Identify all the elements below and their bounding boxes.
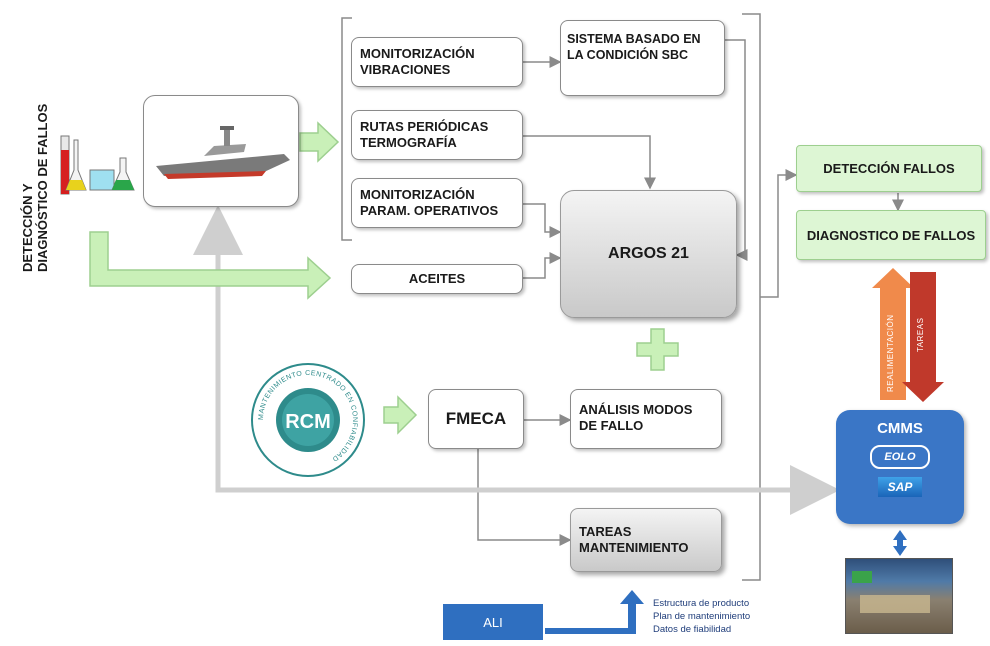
note-datos: Datos de fiabilidad <box>653 624 732 635</box>
ali-label: ALI <box>483 614 503 630</box>
param-operativos-box: MONITORIZACIÓN PARAM. OPERATIVOS <box>351 178 523 228</box>
analisis-line2: DE FALLO <box>579 418 644 433</box>
param-line1: MONITORIZACIÓN <box>360 187 475 202</box>
ali-notes: Estructura de producto Plan de mantenimi… <box>653 597 750 636</box>
rcm-center-text: RCM <box>285 411 331 433</box>
ship-icon <box>156 126 290 179</box>
termografia-line2: TERMOGRAFÍA <box>360 135 457 150</box>
diagnostico-label: DIAGNOSTICO DE FALLOS <box>806 227 976 243</box>
termografia-box: RUTAS PERIÓDICAS TERMOGRAFÍA <box>351 110 523 160</box>
vibraciones-box: MONITORIZACIÓN VIBRACIONES <box>351 37 523 87</box>
ali-box: ALI <box>443 604 543 640</box>
tareas-line1: TAREAS <box>579 524 632 539</box>
argos-label: ARGOS 21 <box>608 245 689 262</box>
analisis-line1: ANÁLISIS MODOS <box>579 402 693 417</box>
deteccion-label: DETECCIÓN FALLOS <box>823 161 955 176</box>
sap-logo: SAP <box>878 477 922 497</box>
fmeca-label: FMECA <box>445 409 507 428</box>
sbc-line1: SISTEMA BASADO EN <box>567 32 701 46</box>
aceites-box: ACEITES <box>351 264 523 294</box>
sbc-box: SISTEMA BASADO EN LA CONDICIÓN SBC <box>560 20 725 96</box>
diagnostico-fallos-box: DIAGNOSTICO DE FALLOS <box>796 210 986 260</box>
param-line2: PARAM. OPERATIVOS <box>360 203 499 218</box>
tareas-line2: MANTENIMIENTO <box>579 540 689 555</box>
deteccion-fallos-box: DETECCIÓN FALLOS <box>796 145 982 192</box>
analisis-modos-box: ANÁLISIS MODOS DE FALLO <box>570 389 722 449</box>
note-plan: Plan de mantenimiento <box>653 611 751 622</box>
fmeca-box: FMECA <box>428 389 524 449</box>
note-estructura: Estructura de producto <box>653 598 750 609</box>
eolo-logo: EOLO <box>870 445 930 469</box>
cmms-title: CMMS <box>877 420 923 437</box>
vibraciones-line1: MONITORIZACIÓN <box>360 46 475 61</box>
termografia-line1: RUTAS PERIÓDICAS <box>360 119 489 134</box>
aceites-label: ACEITES <box>408 271 466 286</box>
facility-image <box>845 558 953 634</box>
tareas-mantenimiento-box: TAREAS MANTENIMIENTO <box>570 508 722 572</box>
cmms-panel: CMMS EOLO SAP <box>836 410 964 524</box>
vibraciones-line2: VIBRACIONES <box>360 62 451 77</box>
ship-image-box <box>143 95 299 207</box>
argos-21-box: ARGOS 21 <box>560 190 737 318</box>
sbc-line2: LA CONDICIÓN SBC <box>567 48 689 62</box>
